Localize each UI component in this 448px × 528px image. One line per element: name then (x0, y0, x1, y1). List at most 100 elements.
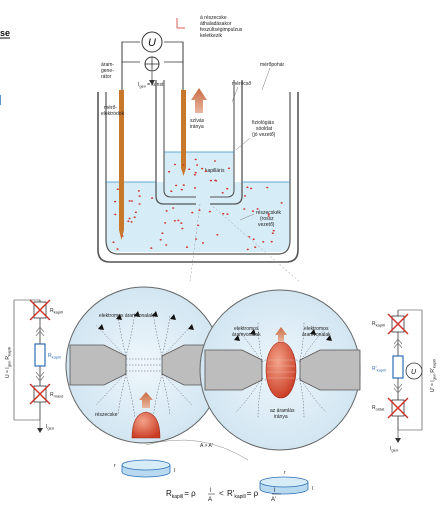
particle-dot (180, 188, 183, 191)
particles-label-2: (rossz (260, 216, 274, 222)
impulse-label-3: feszültségimpulzus (200, 27, 243, 33)
right-r-top: Rkapill (372, 321, 385, 328)
voltmeter-icon (141, 31, 163, 53)
right-field-lines-right-1: elektromos (304, 326, 329, 332)
suction-arrow (191, 88, 207, 113)
circuit-top: U (121, 18, 185, 90)
particle-dot (251, 210, 255, 212)
svg-text:Rkapill= ρ: Rkapill= ρ (166, 489, 196, 500)
particle-dot (221, 192, 224, 194)
particle-dot (165, 210, 168, 212)
generator-label-1: áram- (101, 62, 114, 68)
particle-arrow (139, 392, 153, 408)
particle-dot (201, 167, 204, 170)
disc-large (121, 459, 171, 478)
beaker-label: mérőpohár (260, 62, 285, 68)
particle-dot (226, 187, 229, 190)
particle-dot (222, 212, 225, 215)
particle-dot (114, 213, 117, 216)
particle-dot (188, 168, 191, 171)
particle-dot (214, 179, 217, 182)
capillary-wall-right-2 (299, 349, 361, 391)
capillary-wall-left-2 (204, 349, 263, 391)
disc2-l-label: l (312, 486, 313, 492)
particle-dot (128, 217, 131, 220)
particle-dot (177, 219, 180, 222)
particle-dot (116, 188, 119, 190)
particle-dot (197, 224, 200, 227)
particle-dot (248, 236, 251, 238)
right-voltmeter-icon (405, 362, 423, 380)
particle-dot (127, 220, 130, 222)
particle-dot (150, 247, 153, 249)
particle-dot (130, 221, 133, 223)
particle-dot (137, 190, 140, 192)
particle-dot (180, 222, 183, 224)
particle-dot (256, 208, 259, 210)
physio-label-2: sóoldat (256, 126, 273, 132)
particle-dot (252, 238, 255, 240)
impulse-label-4: keletkezik (200, 33, 222, 39)
particle-dot (246, 248, 249, 251)
right-r-bottom: Roldat (372, 405, 385, 412)
svg-text:A: A (208, 497, 212, 503)
const-label: Igen= konst. (138, 82, 165, 89)
left-r-bottom: Rmaxd (50, 392, 63, 399)
particle-dot (243, 208, 246, 210)
particle-dot (262, 241, 265, 243)
particle-dot (182, 164, 185, 166)
particle-dot (194, 171, 197, 174)
corner-heading: se (0, 28, 10, 38)
generator-label-2: gene- (101, 68, 114, 74)
left-field-lines-label: elektromos áramvonalak (99, 313, 154, 319)
left-r-top: Rkapill (50, 308, 63, 315)
flow-arrow (275, 327, 287, 342)
svg-text:l: l (274, 488, 275, 494)
particle-dot (216, 234, 219, 236)
particle-dot (193, 174, 196, 176)
particle-dot (201, 242, 205, 244)
particle-dot (138, 195, 141, 197)
particle-dot (116, 248, 119, 250)
particle-dot (209, 179, 212, 182)
particle-dot (280, 202, 283, 204)
particle-dot (173, 163, 177, 166)
particle-dot (193, 187, 197, 189)
resistance-formula: Rkapill= ρ l A < R'kapill= ρ l A' (166, 488, 281, 503)
measuring-beaker (97, 80, 299, 263)
particle-dot (250, 187, 253, 190)
disc-l-label: l (174, 468, 175, 474)
particle-dot (272, 229, 275, 232)
electrode-right (181, 90, 186, 168)
particle-dot (266, 186, 269, 189)
right-circuit: U (387, 309, 423, 443)
particle-dot (270, 240, 273, 243)
svg-text:l: l (210, 488, 211, 494)
particle-dot (254, 246, 257, 248)
particle-dot (185, 246, 189, 248)
particle-dot (173, 220, 176, 222)
suction-label-1: szívás (190, 118, 205, 124)
physio-label-3: (jó vezető) (252, 132, 276, 138)
particle-dot (168, 170, 171, 173)
particle-dot (267, 213, 270, 215)
particle-dot (170, 190, 173, 192)
right-field-lines-right-2: áramvonalak (302, 332, 331, 338)
physio-label-1: fiziológiás (252, 120, 274, 126)
particle-dot (138, 203, 141, 205)
particle-dot (175, 184, 178, 187)
particle-dot (182, 184, 185, 186)
particle-dot (164, 222, 167, 224)
particles-label-3: vezető) (258, 222, 275, 228)
magnified-view-right (199, 289, 361, 451)
particle-dot (172, 207, 175, 209)
area-inequality: A > A' (200, 443, 213, 449)
electrodes-label-2: elektródok (101, 111, 125, 117)
particle-dot (159, 239, 162, 241)
particle-dot (271, 232, 274, 234)
left-igen: Igen (46, 424, 54, 431)
particle-dot (208, 210, 211, 213)
disc-small (259, 476, 309, 495)
